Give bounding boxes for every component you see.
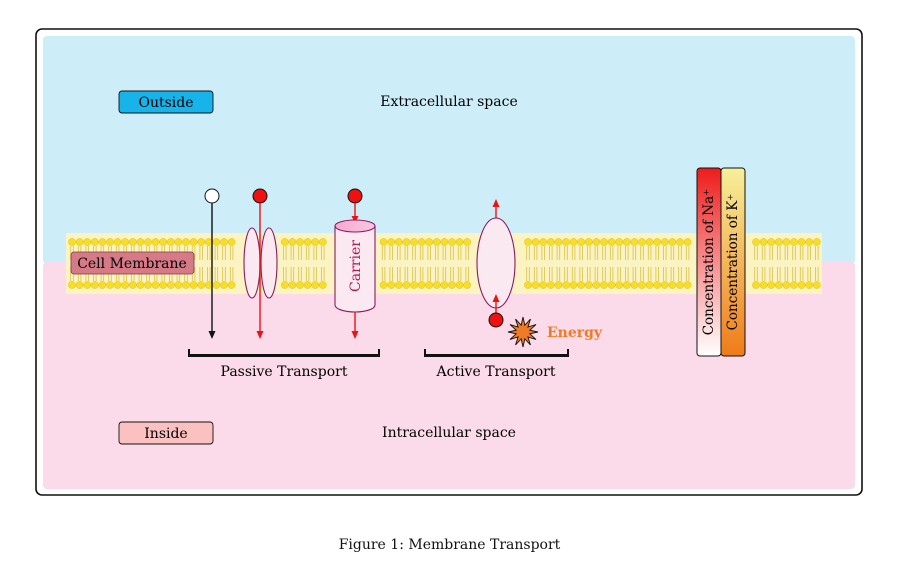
na-concentration-bar: Concentration of Na⁺	[696, 167, 722, 357]
passive-transport-bracket: Passive Transport	[188, 349, 380, 380]
energy-burst-icon	[507, 316, 539, 348]
up-arrow-icon	[492, 294, 500, 302]
inside-tag: Inside	[118, 421, 214, 445]
red-molecule-icon	[252, 188, 268, 204]
down-arrow-icon	[351, 331, 359, 339]
channel-protein	[243, 188, 278, 339]
cell-membrane-tag: Cell Membrane	[70, 251, 195, 275]
cell-membrane-label: Cell Membrane	[77, 256, 187, 272]
k-concentration-label: Concentration of K⁺	[725, 194, 741, 331]
active-pump: Energy	[476, 199, 603, 348]
extracellular-label: Extracellular space	[380, 94, 517, 110]
white-molecule-icon	[204, 188, 220, 204]
figure-caption: Figure 1: Membrane Transport	[338, 537, 561, 553]
na-concentration-label: Concentration of Na⁺	[701, 189, 717, 336]
passive-transport-label: Passive Transport	[221, 364, 348, 380]
outside-tag: Outside	[118, 90, 214, 114]
energy-label: Energy	[547, 325, 603, 341]
carrier-protein: Carrier	[334, 188, 376, 339]
intracellular-region	[43, 262, 855, 489]
k-concentration-bar: Concentration of K⁺	[720, 167, 746, 357]
red-molecule-icon	[347, 188, 363, 204]
down-arrow-icon	[208, 331, 216, 339]
up-arrow-icon	[492, 199, 500, 207]
simple-diffusion	[204, 188, 220, 339]
intracellular-label: Intracellular space	[382, 425, 516, 441]
extracellular-region	[43, 36, 855, 264]
carrier-label: Carrier	[348, 240, 364, 292]
inside-label: Inside	[144, 426, 187, 442]
active-transport-label: Active Transport	[436, 364, 556, 380]
red-molecule-icon	[488, 312, 504, 328]
down-arrow-icon	[256, 331, 264, 339]
active-transport-bracket: Active Transport	[424, 349, 569, 380]
outside-label: Outside	[138, 95, 193, 111]
